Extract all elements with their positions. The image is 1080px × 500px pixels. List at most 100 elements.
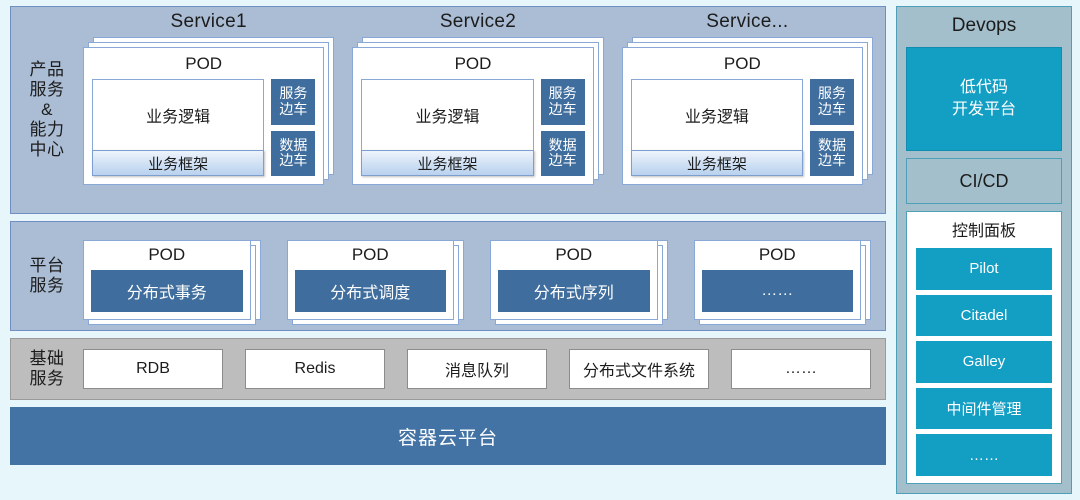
devops-title: Devops [951, 15, 1017, 36]
sidecar-column: 服务 边车 数据 边车 [809, 79, 854, 176]
data-sidecar-box: 数据 边车 [809, 130, 854, 176]
service-sidecar-box: 服务 边车 [809, 79, 854, 125]
platform-service-name: 分布式序列 [498, 270, 650, 312]
platform-service-name: 分布式调度 [294, 270, 446, 312]
infrastructure-list: RDB Redis 消息队列 分布式文件系统 …… [83, 339, 885, 399]
service-block[interactable]: Service1 POD 业务逻辑 业务框架 [83, 11, 335, 185]
lowcode-label-line: 低代码 [959, 79, 1008, 97]
pod-body: 业务逻辑 业务框架 服务 边车 数据 [92, 79, 316, 176]
pod-title: POD [758, 245, 796, 264]
sidecar-label-line: 边车 [548, 100, 577, 117]
pod-card[interactable]: POD …… [693, 240, 861, 320]
infrastructure-item[interactable]: …… [731, 349, 871, 389]
sidecar-label-line: 服务 [817, 85, 846, 102]
sidecar-column: 服务 边车 数据 边车 [271, 79, 316, 176]
pod-stack: POD 业务逻辑 业务框架 服务 边车 [621, 37, 873, 185]
layer-label-line: 基础 [29, 348, 65, 368]
data-sidecar-box: 数据 边车 [540, 130, 585, 176]
platform-pod-block[interactable]: POD 分布式事务 [83, 230, 261, 325]
pod-title: POD [351, 245, 389, 264]
layer-label-line: 服务 [29, 276, 65, 295]
service-block[interactable]: Service... POD 业务逻辑 业务框架 [621, 11, 873, 185]
infrastructure-item[interactable]: Redis [245, 349, 385, 389]
layer-stack: 产品 服务 & 能力 中心 Service1 POD [10, 6, 886, 494]
pod-card[interactable]: POD 业务逻辑 业务框架 服务 边车 [352, 47, 594, 185]
layer-platform-services: 平台 服务 POD 分布式事务 [10, 221, 886, 331]
pod-card[interactable]: POD 分布式事务 [83, 240, 251, 320]
lowcode-platform-box[interactable]: 低代码 开发平台 [906, 47, 1062, 151]
service-sidecar-box: 服务 边车 [540, 79, 585, 125]
pod-body: 业务逻辑 业务框架 服务 边车 数据 [630, 79, 854, 176]
platform-pod-block[interactable]: POD 分布式调度 [286, 230, 464, 325]
control-panel-item-galley[interactable]: Galley [916, 341, 1052, 383]
sidecar-label-line: 数据 [817, 136, 846, 153]
infrastructure-item[interactable]: 分布式文件系统 [569, 349, 709, 389]
layer-label-line: & [41, 99, 53, 119]
container-cloud-platform-bar: 容器云平台 [10, 407, 886, 465]
service-list: Service1 POD 业务逻辑 业务框架 [83, 7, 885, 213]
infrastructure-item[interactable]: 消息队列 [407, 349, 547, 389]
pod-stack: POD 业务逻辑 业务框架 服务 边车 [83, 37, 335, 185]
sidecar-label-line: 边车 [279, 152, 308, 169]
sidecar-column: 服务 边车 数据 边车 [540, 79, 585, 176]
control-panel: 控制面板 Pilot Citadel Galley 中间件管理 …… [906, 211, 1062, 484]
control-panel-item-pilot[interactable]: Pilot [916, 248, 1052, 290]
service-title: Service2 [439, 11, 517, 32]
business-logic-box: 业务逻辑 [630, 79, 803, 150]
platform-pod-list: POD 分布式事务 POD 分布式调度 [83, 222, 885, 330]
business-logic-box: 业务逻辑 [361, 79, 534, 150]
data-sidecar-box: 数据 边车 [271, 130, 316, 176]
platform-pod-block[interactable]: POD 分布式序列 [490, 230, 668, 325]
devops-panel: Devops 低代码 开发平台 CI/CD 控制面板 Pilot Citadel… [896, 6, 1072, 494]
service-title: Service1 [170, 11, 247, 32]
layer-label-line: 平台 [29, 255, 65, 275]
service-block[interactable]: Service2 POD 业务逻辑 业务框架 [352, 11, 604, 185]
pod-card[interactable]: POD 业务逻辑 业务框架 服务 边车 [83, 47, 325, 185]
business-logic-box: 业务逻辑 [92, 79, 265, 150]
sidecar-label-line: 数据 [548, 136, 577, 153]
sidecar-label-line: 服务 [279, 85, 308, 102]
sidecar-label-line: 边车 [548, 152, 577, 169]
layer-label-line: 能力 [29, 120, 65, 140]
platform-service-name: 分布式事务 [91, 270, 243, 312]
pod-stack: POD 分布式调度 [286, 240, 464, 330]
business-column: 业务逻辑 业务框架 [361, 79, 534, 176]
pod-card[interactable]: POD 分布式调度 [286, 240, 454, 320]
layer-product-services: 产品 服务 & 能力 中心 Service1 POD [10, 6, 886, 214]
business-framework-box: 业务框架 [630, 150, 803, 176]
control-panel-item-middleware[interactable]: 中间件管理 [916, 387, 1052, 430]
business-column: 业务逻辑 业务框架 [92, 79, 265, 176]
layer-label-line: 服务 [29, 369, 65, 388]
service-sidecar-box: 服务 边车 [271, 79, 316, 125]
control-panel-item-more[interactable]: …… [916, 434, 1052, 476]
cicd-box[interactable]: CI/CD [906, 158, 1062, 204]
sidecar-label-line: 数据 [279, 136, 308, 153]
pod-card[interactable]: POD 分布式序列 [490, 240, 658, 320]
platform-service-name: …… [701, 270, 853, 312]
layer-label-infrastructure-services: 基础 服务 [11, 339, 83, 399]
pod-stack: POD 分布式序列 [490, 240, 668, 330]
control-panel-item-citadel[interactable]: Citadel [916, 294, 1052, 337]
sidecar-label-line: 服务 [548, 85, 577, 102]
business-framework-box: 业务框架 [92, 150, 265, 176]
sidecar-label-line: 边车 [279, 100, 308, 117]
sidecar-label-line: 边车 [817, 152, 846, 169]
layer-infrastructure-services: 基础 服务 RDB Redis 消息队列 分布式文件系统 …… [10, 338, 886, 400]
pod-title: POD [148, 245, 186, 264]
pod-title: POD [185, 54, 223, 73]
platform-pod-block[interactable]: POD …… [693, 230, 871, 325]
layer-label-line: 产品 [29, 59, 65, 79]
pod-stack: POD 分布式事务 [83, 240, 261, 330]
sidecar-label-line: 边车 [817, 100, 846, 117]
pod-card[interactable]: POD 业务逻辑 业务框架 服务 边车 [621, 47, 863, 185]
pod-title: POD [723, 54, 761, 73]
lowcode-label-line: 开发平台 [951, 101, 1016, 118]
layer-label-product-services: 产品 服务 & 能力 中心 [11, 7, 83, 213]
control-panel-title: 控制面板 [951, 223, 1016, 240]
pod-stack: POD 业务逻辑 业务框架 服务 边车 [352, 37, 604, 185]
service-title: Service... [706, 11, 789, 32]
layer-label-line: 中心 [29, 140, 65, 160]
pod-body: 业务逻辑 业务框架 服务 边车 数据 [361, 79, 585, 176]
infrastructure-item[interactable]: RDB [83, 349, 223, 389]
